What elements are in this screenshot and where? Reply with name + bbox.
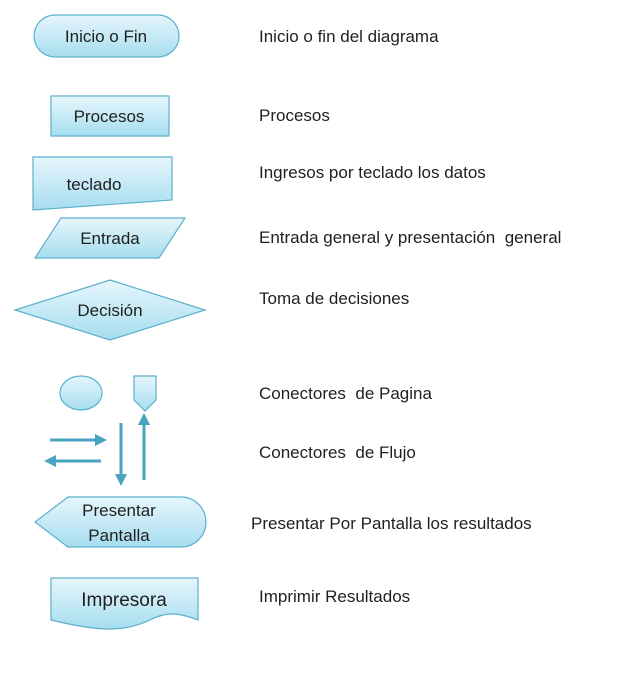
page-connectors: [59, 375, 157, 412]
process-label: Procesos: [74, 107, 145, 126]
input-output-description: Entrada general y presentación general: [259, 228, 562, 247]
terminator-label: Inicio o Fin: [65, 27, 147, 46]
process-shape: Procesos: [50, 95, 170, 137]
on-page-connector-circle: [59, 375, 103, 411]
flow-connectors: [44, 413, 150, 486]
flow-connectors-description: Conectores de Flujo: [259, 443, 416, 462]
display-label-line2: Pantalla: [88, 526, 150, 545]
document-label: Impresora: [81, 590, 167, 611]
terminator-shape: Inicio o Fin: [33, 14, 180, 58]
off-page-connector-pentagon: [133, 375, 157, 412]
manual-input-label: teclado: [67, 175, 122, 194]
display-label-line1: Presentar: [82, 501, 156, 520]
terminator-description: Inicio o fin del diagrama: [259, 27, 439, 46]
manual-input-description: Ingresos por teclado los datos: [259, 163, 486, 182]
process-description: Procesos: [259, 106, 330, 125]
document-shape: Impresora: [50, 577, 199, 630]
display-description: Presentar Por Pantalla los resultados: [251, 514, 532, 533]
decision-shape: Decisión: [13, 279, 207, 341]
decision-description: Toma de decisiones: [259, 289, 410, 308]
document-description: Imprimir Resultados: [259, 587, 411, 606]
display-shape: Presentar Pantalla: [34, 496, 207, 548]
manual-input-shape: teclado: [32, 156, 173, 211]
decision-label: Decisión: [77, 301, 142, 320]
page-connectors-description: Conectores de Pagina: [259, 384, 432, 403]
input-output-shape: Entrada: [33, 217, 187, 259]
input-output-label: Entrada: [80, 229, 140, 248]
